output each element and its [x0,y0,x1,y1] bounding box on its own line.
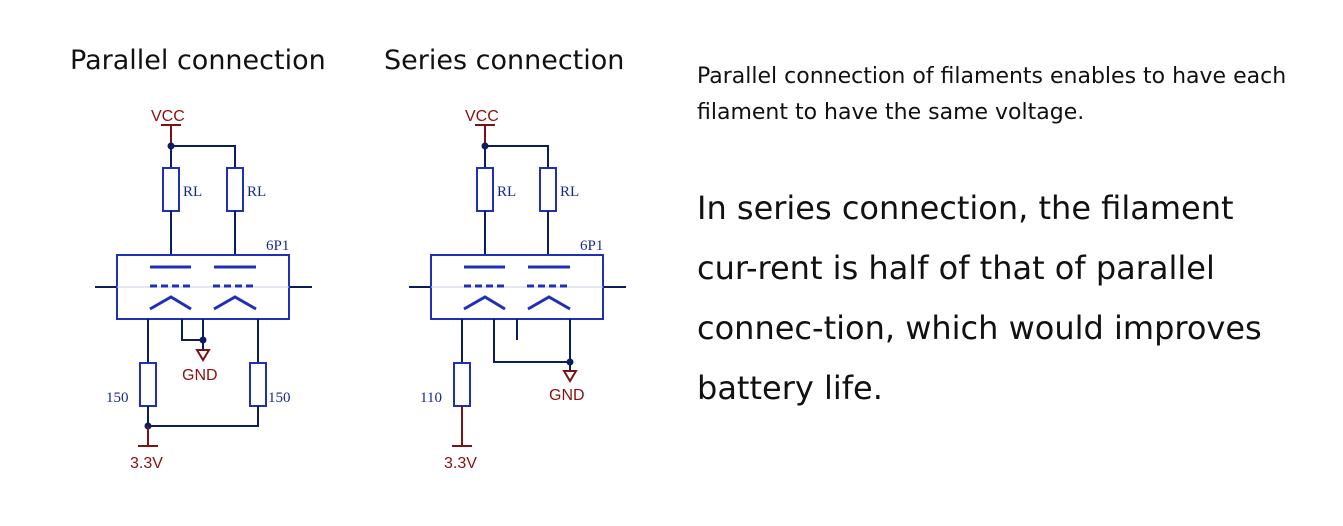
junction-dot [566,358,574,366]
v33-label: 3.3V [130,455,163,472]
vcc-label: VCC [151,108,185,125]
gnd-label: GND [182,367,218,384]
gnd-symbol [562,370,578,383]
r110-label: 110 [420,390,442,406]
junction-dot [199,336,207,344]
r150-label-1: 150 [106,390,129,406]
tube-label: 6P1 [580,238,603,254]
resistor-rl-2 [539,167,557,212]
rl-label-2: RL [247,184,266,200]
parallel-description: Parallel connection of filaments enables… [697,64,1287,125]
wire [493,319,570,363]
bottom-bus [148,406,259,427]
v33-label: 3.3V [444,455,477,472]
top-bus [485,145,549,168]
resistor-rl-2 [226,167,244,212]
filament-1 [149,295,192,311]
resistor-rl-1 [476,167,494,212]
filament-2 [213,295,257,311]
parallel-title: Parallel connection [70,45,326,76]
series-title: Series connection [384,45,625,76]
rl-label-1: RL [497,184,516,200]
resistor-110 [453,362,471,407]
top-bus [171,145,236,168]
resistor-150-1 [139,362,157,407]
gnd-label: GND [549,387,585,404]
series-description: In series connection, the filament cur-r… [697,189,1262,407]
series-circuit: VCC RL RL 6P1 GND 110 [409,108,626,472]
rl-label-2: RL [560,184,579,200]
r150-label-2: 150 [268,390,291,406]
parallel-circuit: VCC RL RL 6P1 GND 150 [95,108,312,472]
rl-label-1: RL [183,184,202,200]
gnd-symbol [195,349,211,362]
vcc-label: VCC [465,108,499,125]
filament-2 [527,295,571,311]
tube-label: 6P1 [266,238,289,254]
wire [181,319,203,341]
resistor-150-2 [249,362,267,407]
resistor-rl-1 [162,167,180,212]
filament-1 [463,295,506,311]
